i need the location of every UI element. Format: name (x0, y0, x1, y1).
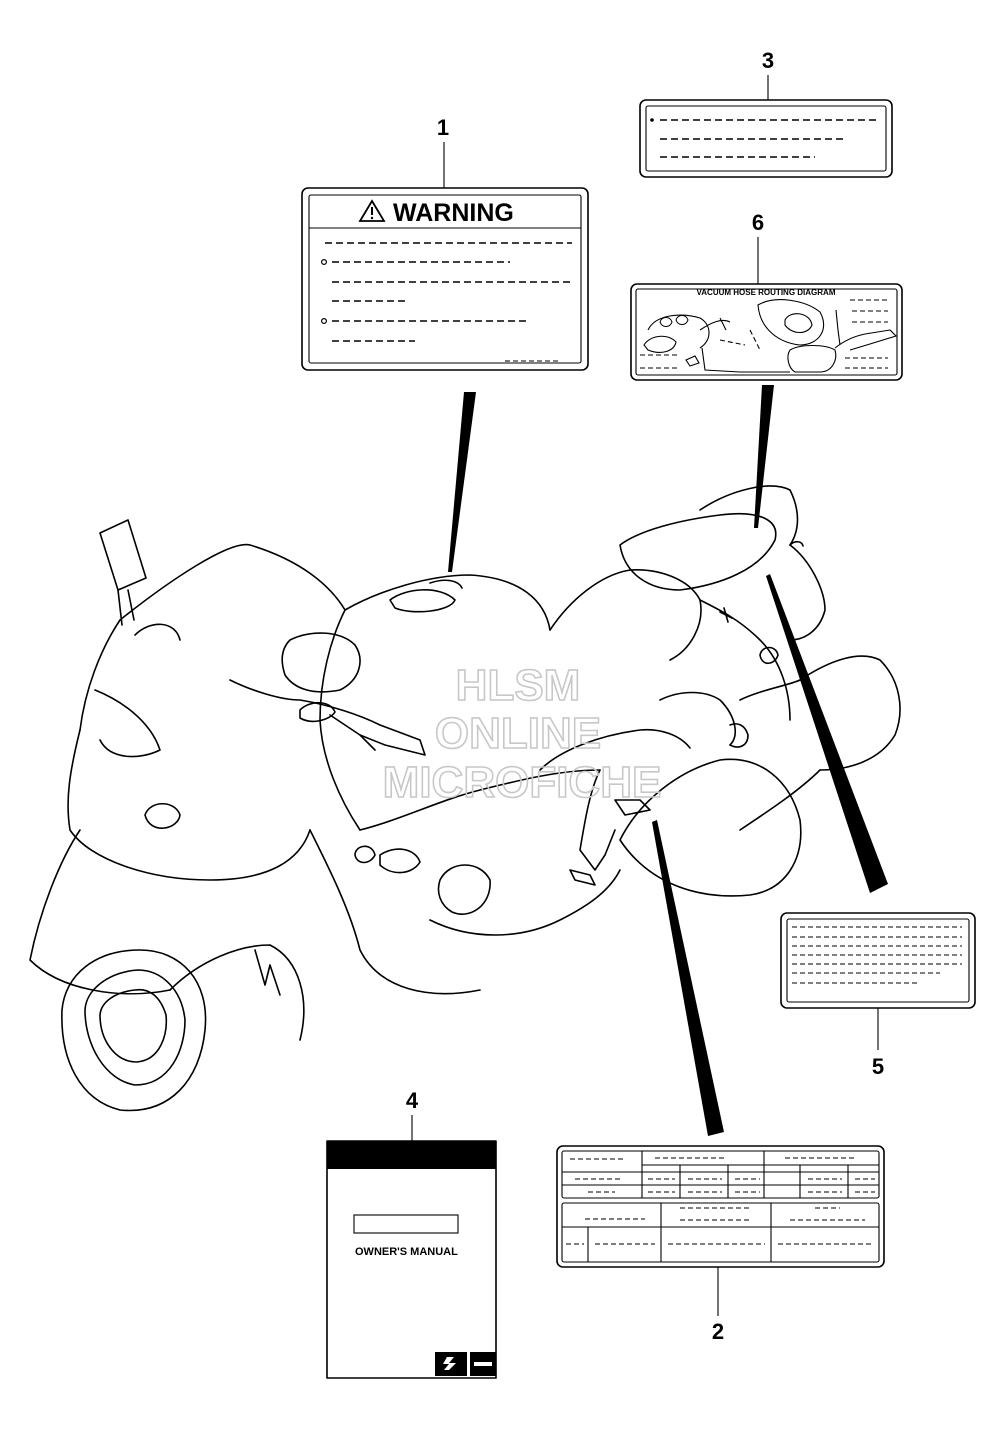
pointer-1 (448, 392, 476, 572)
callout-number-5: 5 (872, 1054, 884, 1079)
watermark-line-1: HLSM (456, 661, 581, 710)
watermark: HLSM ONLINE MICROFICHE (382, 660, 662, 808)
warning-triangle-icon (358, 199, 386, 222)
vacuum-hose-title: VACUUM HOSE ROUTING DIAGRAM (697, 288, 836, 297)
suzuki-logo-icon (435, 1352, 467, 1376)
motorcycle-outline (29, 485, 901, 1112)
pointer-6 (754, 385, 774, 528)
callout-number-6: 6 (752, 210, 764, 235)
pointer-lines (448, 385, 888, 1136)
label-2-spec-table: 2 (556, 1145, 885, 1344)
label-1-warning: 1 WARNING (301, 115, 589, 371)
callout-number-3: 3 (762, 48, 774, 73)
warning-title: WARNING (393, 199, 514, 227)
pointer-2 (652, 820, 724, 1136)
label-3: 3 (639, 48, 893, 178)
label-5: 5 (780, 912, 976, 1079)
callout-number-1: 1 (437, 115, 449, 140)
watermark-line-3: MICROFICHE (383, 758, 662, 807)
callout-number-4: 4 (406, 1088, 419, 1113)
owners-manual-title: OWNER'S MANUAL (355, 1246, 458, 1258)
owners-manual: 4 OWNER'S MANUAL (326, 1088, 497, 1379)
pointer-5 (766, 574, 888, 893)
hose-routing-sketch-icon (643, 299, 898, 373)
watermark-line-2: ONLINE (435, 709, 601, 758)
label-6-vacuum-hose: 6 VACUUM HOSE ROUTING DIAGRAM (630, 210, 903, 381)
callout-number-2: 2 (712, 1319, 724, 1344)
